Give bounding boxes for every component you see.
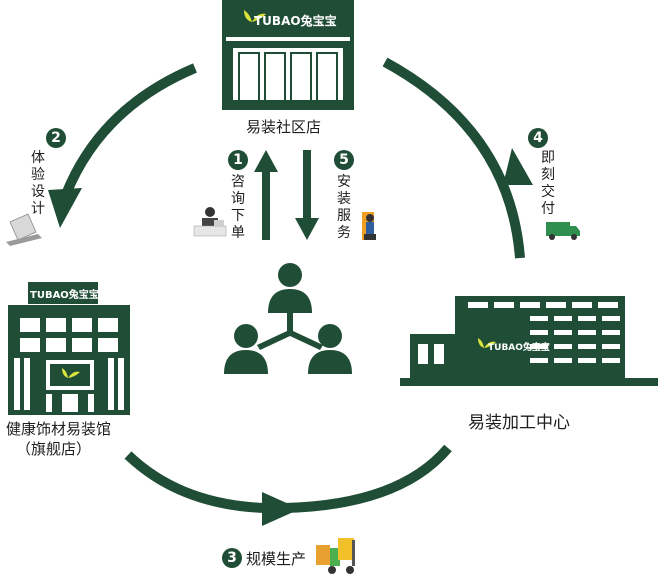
cycle-arrowheads <box>48 148 533 526</box>
node-community-store-label: 易装社区店 <box>246 118 322 136</box>
node-flagship-label-line2: （旗舰店） <box>16 440 92 458</box>
community-store-building <box>222 0 354 110</box>
arc-top-left <box>57 63 197 207</box>
step-2-text: 体验设计 <box>31 150 45 217</box>
center-arrows <box>254 150 319 240</box>
node-processing-center-label: 易装加工中心 <box>468 413 570 433</box>
arrowhead-bottom <box>262 492 300 526</box>
arc-bottom-left <box>124 451 266 513</box>
consultant-desk-icon <box>193 207 227 237</box>
step-2-number: 2 <box>46 128 66 148</box>
step-5-text: 安装服务 <box>337 174 351 241</box>
node-flagship-label-line1: 健康饰材易装馆 <box>6 420 112 438</box>
step-1-number: 1 <box>228 150 248 170</box>
step-4-text: 即刻交付 <box>541 150 555 217</box>
step-3-text: 规模生产 <box>246 550 307 568</box>
cycle-arrows <box>57 57 525 513</box>
step-5-number: 5 <box>334 150 354 170</box>
arc-bottom-right <box>284 444 452 513</box>
arrowhead-right <box>503 148 533 185</box>
forklift-icon <box>316 538 355 574</box>
arrowhead-left <box>48 188 82 228</box>
people-network-icon <box>224 263 352 374</box>
step-3-number: 3 <box>222 548 242 568</box>
brand-logo-top: TUBAO兔宝宝 <box>254 14 337 28</box>
flagship-store-building <box>8 282 130 415</box>
processing-center-building <box>400 296 658 386</box>
arc-right <box>382 57 525 259</box>
brand-logo-right: TUBAO兔宝宝 <box>488 343 550 353</box>
brand-logo-left: TUBAO兔宝宝 <box>30 290 99 301</box>
installer-worker-icon <box>362 212 376 240</box>
step-4-number: 4 <box>528 128 548 148</box>
design-laptop-icon <box>6 213 42 246</box>
delivery-truck-icon <box>546 222 580 240</box>
step-1-text: 咨询下单 <box>231 174 245 241</box>
